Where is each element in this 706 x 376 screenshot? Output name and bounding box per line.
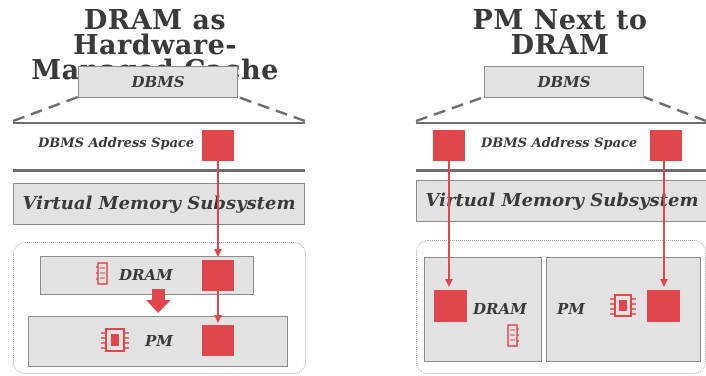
left-page-square-dram [202, 260, 234, 291]
right-dbms-label: DBMS [537, 73, 591, 91]
right-title-line1: PM Next to [472, 5, 648, 36]
left-vms-box: Virtual Memory Subsystem [13, 183, 305, 225]
left-dram-chip-icon [96, 262, 108, 285]
left-dbms-box: DBMS [78, 66, 238, 98]
left-mid-rule [13, 169, 305, 172]
right-page-square-pm [647, 290, 680, 322]
left-page-square-address [202, 130, 234, 161]
right-page-square-address-left [433, 130, 465, 161]
right-dram-chip-icon [507, 324, 519, 347]
left-cache-block-arrow [146, 289, 171, 313]
right-pm-chip-icon [610, 294, 636, 317]
left-dbms-label: DBMS [131, 73, 185, 91]
right-page-square-dram [434, 290, 467, 322]
left-memory-container [13, 242, 306, 374]
left-pm-chip-icon [101, 328, 129, 352]
right-mid-rule [416, 169, 706, 172]
right-pm-label: PM [557, 300, 585, 318]
left-dashed-line-right [237, 95, 306, 123]
left-pm-box: PM [28, 316, 288, 367]
right-dashed-line-left [415, 95, 485, 123]
left-page-square-pm [202, 325, 234, 356]
right-vms-box: Virtual Memory Subsystem [416, 180, 706, 222]
left-top-rule [13, 122, 305, 124]
right-vms-label: Virtual Memory Subsystem [425, 190, 699, 211]
right-page-square-address-right [650, 130, 682, 161]
left-pm-label: PM [145, 332, 173, 350]
right-dashed-line-right [643, 95, 706, 123]
left-address-space-label: DBMS Address Space [38, 136, 195, 151]
right-dram-label: DRAM [473, 300, 527, 318]
left-vms-label: Virtual Memory Subsystem [22, 193, 296, 214]
left-title-line1: DRAM as Hardware- [73, 5, 237, 61]
left-dashed-line-left [12, 95, 79, 123]
right-address-space-label: DBMS Address Space [481, 136, 638, 151]
left-dram-label: DRAM [119, 266, 173, 284]
right-top-rule [416, 122, 706, 124]
right-title: PM Next to DRAM [410, 5, 706, 61]
right-dbms-box: DBMS [484, 66, 644, 98]
right-title-line2: DRAM [510, 30, 610, 61]
